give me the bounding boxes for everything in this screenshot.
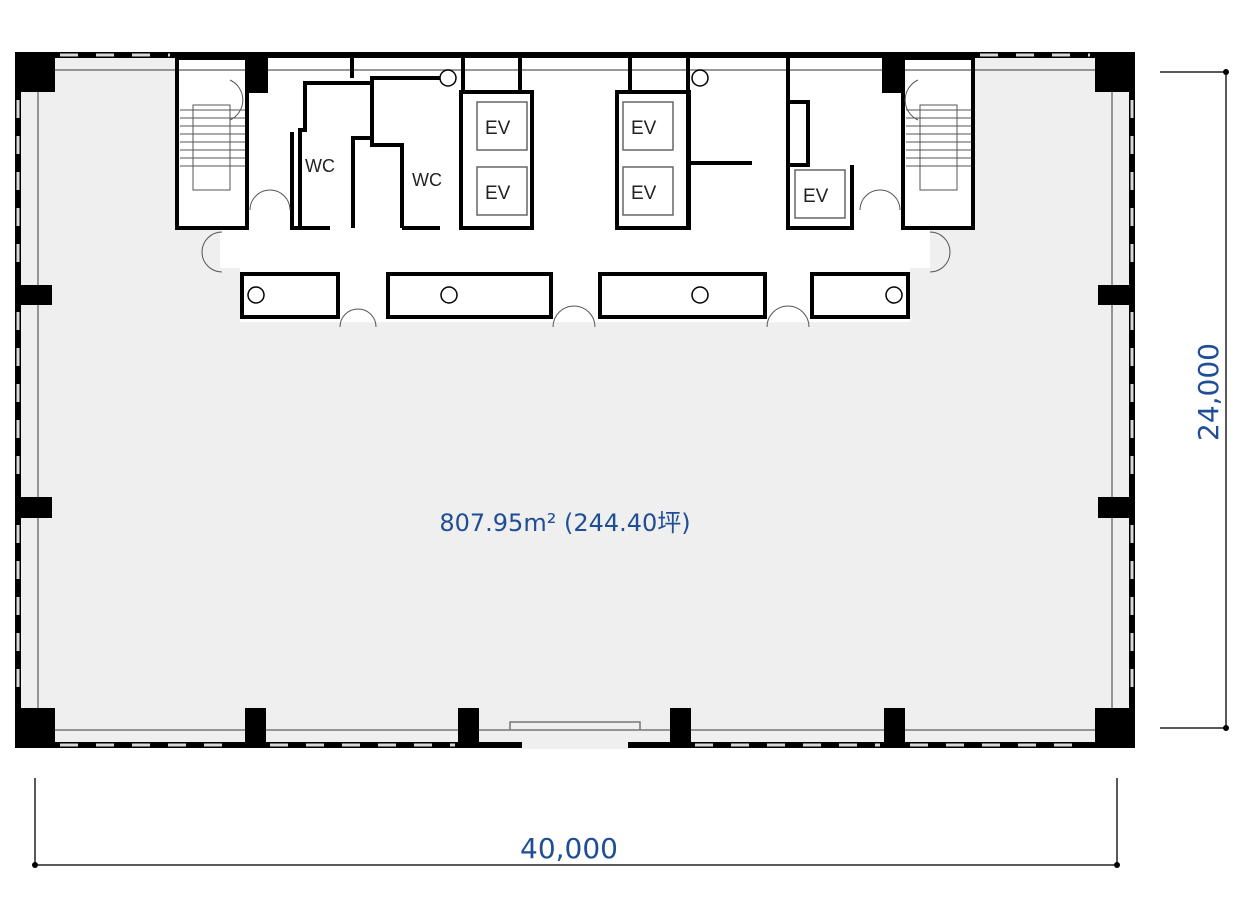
windows xyxy=(16,53,1134,747)
depth-dimension: 24,000 xyxy=(1192,343,1225,441)
dimension-dots xyxy=(32,69,1229,868)
wc-right-label: WC xyxy=(412,170,442,190)
width-dimension: 40,000 xyxy=(520,832,618,865)
ev-label: EV xyxy=(631,118,657,139)
stairs xyxy=(180,79,971,328)
ev-label: EV xyxy=(631,183,657,204)
entrance xyxy=(522,735,628,749)
ev-label: EV xyxy=(485,183,511,204)
wc-left-label: WC xyxy=(305,156,335,176)
ev-label: EV xyxy=(803,186,829,207)
core-area xyxy=(176,58,975,322)
area-label: 807.95m² (244.40坪) xyxy=(439,509,690,537)
ev-label: EV xyxy=(485,118,511,139)
columns xyxy=(15,52,1135,748)
elevator-cars xyxy=(476,101,846,219)
core-walls xyxy=(175,56,975,319)
entrance-recess xyxy=(509,721,641,730)
shaft-circles xyxy=(247,69,903,304)
inner-line xyxy=(37,69,1113,731)
dimension-lines xyxy=(34,71,1227,866)
